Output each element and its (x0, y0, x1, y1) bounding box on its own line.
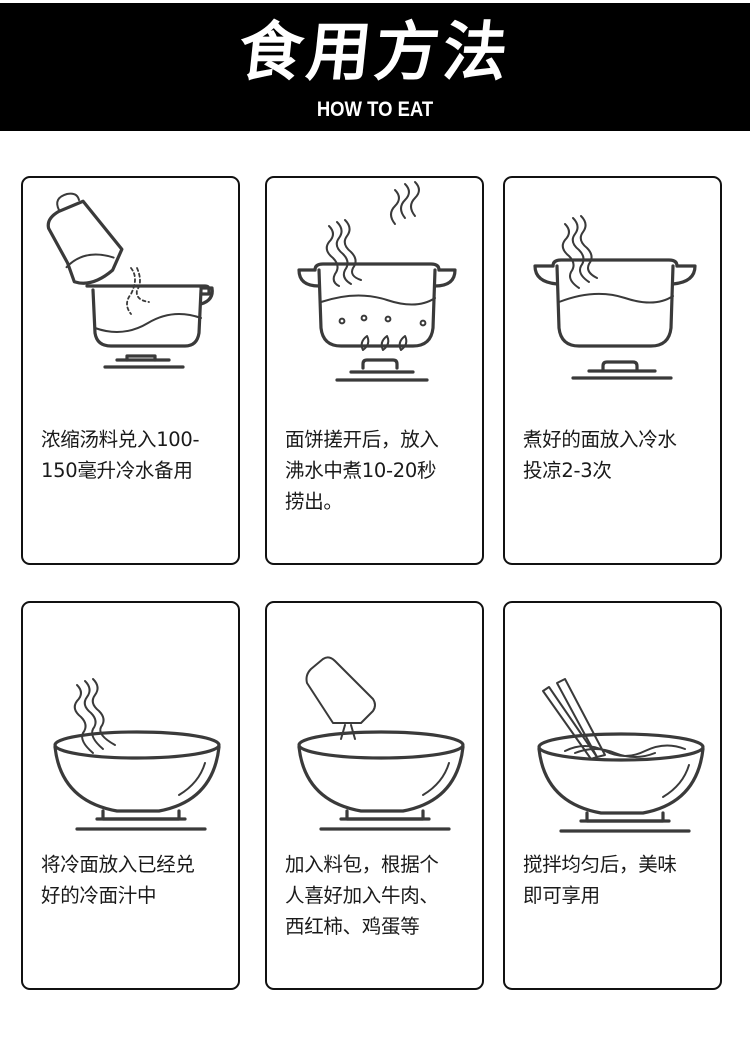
step-text: 面饼搓开后，放入 沸水中煮10-20秒 捞出。 (285, 428, 439, 513)
boiling-pot-noodles-icon (297, 181, 457, 382)
step-text: 浓缩汤料兑入100- 150毫升冷水备用 (41, 428, 200, 482)
step-card-1: 浓缩汤料兑入100- 150毫升冷水备用 (21, 176, 240, 565)
pot-cold-water-noodles-icon (533, 215, 697, 380)
step-card-2: 面饼搓开后，放入 沸水中煮10-20秒 捞出。 (265, 176, 484, 565)
step-text: 煮好的面放入冷水 投凉2-3次 (523, 428, 677, 482)
bowl-chopsticks-icon (537, 678, 705, 833)
pour-sauce-into-pot-icon (46, 192, 214, 369)
page-title: 食用方法 (235, 15, 515, 90)
step-card-4: 将冷面放入已经兑 好的冷面汁中 (21, 601, 240, 990)
step-text: 搅拌均匀后，美味 即可享用 (523, 853, 677, 907)
step-card-5: 加入料包，根据个 人喜好加入牛肉、 西红柿、鸡蛋等 (265, 601, 484, 990)
step-card-3: 煮好的面放入冷水 投凉2-3次 (503, 176, 722, 565)
step-text: 将冷面放入已经兑 好的冷面汁中 (41, 853, 195, 907)
step-card-6: 搅拌均匀后，美味 即可享用 (503, 601, 722, 990)
step-text: 加入料包，根据个 人喜好加入牛肉、 西红柿、鸡蛋等 (285, 853, 439, 938)
noodles-into-bowl-icon (53, 678, 221, 831)
page-subtitle: HOW TO EAT (316, 98, 434, 121)
seasoning-packet-bowl-icon (297, 656, 465, 831)
header-banner: 食用方法 HOW TO EAT (0, 3, 750, 131)
